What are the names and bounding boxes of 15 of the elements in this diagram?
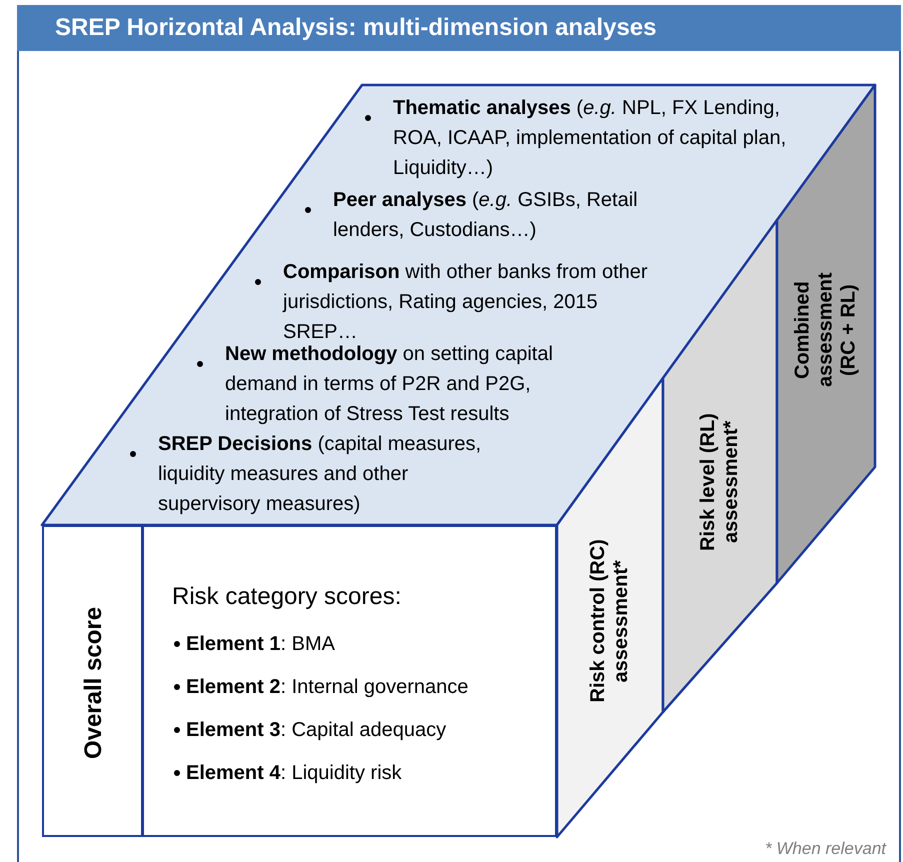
bullet-text: Comparison with other banks from other jurisdictions, Rating agencies, 2015 SREP… — [283, 260, 649, 345]
bullet-text: Peer analyses (e.g. GSIBs, Retail lenders, Custodians…) — [333, 188, 639, 243]
list-item: Element 1: BMA — [186, 632, 335, 657]
list-item: Element 3: Capital adequacy — [186, 718, 446, 743]
list-heading: Risk category scores: — [172, 582, 402, 612]
front-face-panel — [42, 525, 143, 837]
list-item: Element 4: Liquidity risk — [186, 761, 402, 786]
front-face-panel — [142, 525, 557, 837]
title: SREP Horizontal Analysis: multi-dimension analyses — [55, 16, 656, 40]
list-item: Element 2: Internal governance — [186, 675, 468, 700]
bullet-text: SREP Decisions (capital measures, liquidity measures and other supervisory measures) — [158, 432, 482, 517]
vertical-label: Overall score — [80, 606, 108, 760]
bullet-text: Thematic analyses (e.g. NPL, FX Lending, ROA, ICAAP, implementation of capital plan, Liquidity…) — [393, 96, 788, 181]
bullet-text: New methodology on setting capital demand in terms of P2R and P2G, integration of Stress Test results — [225, 342, 554, 427]
footnote: * When relevant — [765, 838, 886, 860]
